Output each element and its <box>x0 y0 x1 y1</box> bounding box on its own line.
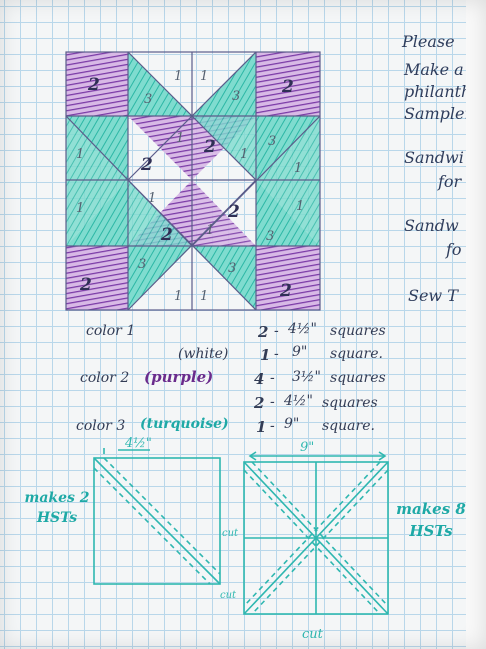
svg-text:3: 3 <box>144 92 152 107</box>
svg-text:2: 2 <box>140 155 153 175</box>
material-unit: squares <box>322 395 378 411</box>
material-color-label: (white) <box>178 346 228 362</box>
svg-text:2: 2 <box>203 137 216 157</box>
cut-label-mid: cut <box>222 528 239 539</box>
photo-edge <box>466 0 486 649</box>
material-count: 1 <box>260 346 270 364</box>
svg-text:1: 1 <box>206 223 214 238</box>
material-size: 4½" <box>288 321 317 337</box>
svg-text:2: 2 <box>79 275 92 295</box>
svg-text:2: 2 <box>227 202 240 222</box>
material-count: 4 <box>254 370 264 388</box>
svg-text:3: 3 <box>232 89 240 104</box>
svg-text:2: 2 <box>281 77 294 97</box>
left-size-label: 4½" <box>124 436 152 451</box>
svg-text:2: 2 <box>279 281 292 301</box>
note-line: philanth <box>404 82 471 101</box>
svg-text:3: 3 <box>138 257 146 272</box>
material-unit: squares <box>330 323 386 339</box>
note-line: Sampler <box>404 104 472 123</box>
svg-text:1: 1 <box>76 147 84 162</box>
material-unit: squares <box>330 370 386 386</box>
svg-text:1: 1 <box>240 147 248 162</box>
material-dash: - <box>270 418 275 434</box>
material-count: 1 <box>256 418 266 436</box>
material-color-name: (turquoise) <box>140 416 229 432</box>
svg-text:2: 2 <box>160 225 173 245</box>
note-line: Make a <box>404 60 464 79</box>
material-size: 4½" <box>284 393 313 409</box>
svg-text:1: 1 <box>174 69 182 84</box>
material-unit: square. <box>330 346 383 362</box>
material-color-label: color 2 <box>80 370 129 386</box>
corner-number: 2 <box>87 75 100 95</box>
material-count: 2 <box>258 323 268 341</box>
svg-text:1: 1 <box>294 161 302 176</box>
cut-label-left: cut <box>220 590 237 601</box>
svg-text:1: 1 <box>76 201 84 216</box>
cutting-diagram-right <box>244 452 388 614</box>
material-dash: - <box>274 346 279 362</box>
svg-text:3: 3 <box>228 261 236 276</box>
right-makes-label: makes 8 HSTs <box>396 498 466 542</box>
material-color-name: (purple) <box>144 368 213 386</box>
material-dash: - <box>270 370 275 386</box>
material-dash: - <box>270 394 275 410</box>
svg-text:1: 1 <box>174 289 182 304</box>
material-unit: square. <box>322 418 375 434</box>
svg-text:1: 1 <box>200 69 208 84</box>
quilt-block: 2 2 2 2 2 2 2 2 3 3 3 3 3 3 1 1 1 1 1 <box>66 52 320 310</box>
note-line: Please <box>402 32 455 51</box>
cut-label-bottom: cut <box>302 627 324 642</box>
material-size: 9" <box>284 416 299 432</box>
svg-text:3: 3 <box>268 134 276 149</box>
note-line: Sandwi <box>404 148 464 167</box>
material-size: 9" <box>292 344 307 360</box>
material-dash: - <box>274 323 279 339</box>
material-color-label: color 1 <box>86 323 135 339</box>
note-line: Sew T <box>408 286 458 305</box>
material-color-label: color 3 <box>76 418 125 434</box>
svg-text:3: 3 <box>266 229 274 244</box>
note-line: for <box>438 172 461 191</box>
material-size: 3½" <box>292 369 321 385</box>
left-makes-label: makes 2 HSTs <box>22 488 92 528</box>
cutting-diagram-left <box>94 448 220 584</box>
corner-purple-bl <box>66 246 128 310</box>
svg-text:1: 1 <box>200 289 208 304</box>
right-size-label: 9" <box>300 440 314 455</box>
material-count: 2 <box>254 394 264 412</box>
svg-text:1: 1 <box>296 199 304 214</box>
note-line: Sandw <box>404 216 459 235</box>
svg-text:1: 1 <box>148 191 156 206</box>
note-line: fo <box>446 240 462 259</box>
svg-text:1: 1 <box>176 131 184 146</box>
